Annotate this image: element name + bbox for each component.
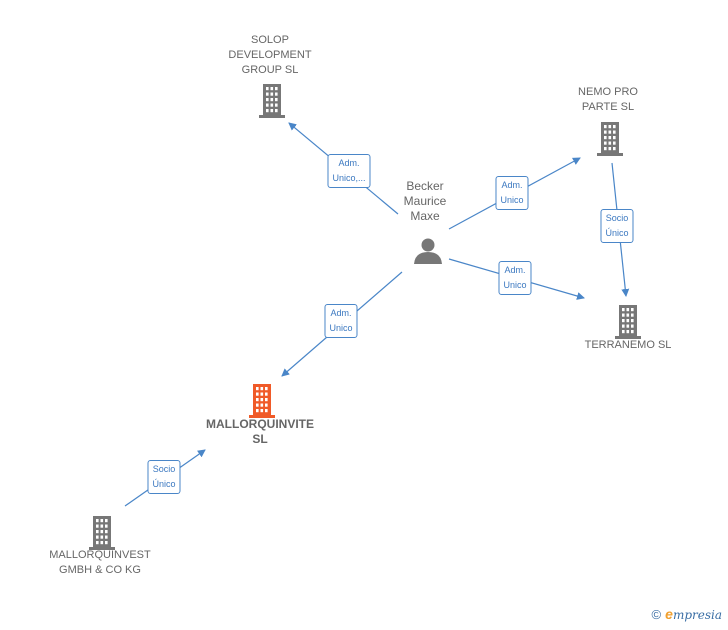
edge-label-line: Unico [329,323,353,333]
edge-label-line: Adm. [330,308,352,318]
edge-label-line: Adm. [504,265,526,275]
edge-label-line: Adm. [338,158,360,168]
edge-label-becker-to-terranemo[interactable]: Adm. Unico [498,261,532,295]
node-label-line: Maxe [410,209,440,223]
brand-name: mpresia [672,608,722,622]
node-label-line: MALLORQUINVITE [206,417,314,431]
node-label-line: SL [252,432,268,446]
edge-label-becker-to-mallorquinvite[interactable]: Adm. Unico [324,304,358,338]
edge-label-line: Único [605,228,629,238]
edge-label-line: Socio [605,213,629,223]
node-label-line: NEMO PRO [578,86,638,98]
person-icon[interactable] [414,238,442,265]
building-icon[interactable] [615,305,641,339]
edge-label-line: Adm. [501,180,523,190]
empresia-brand[interactable]: © empresia [652,606,722,622]
node-label-line: Becker [406,179,444,193]
building-icon[interactable] [249,384,275,418]
copyright-icon: © [651,606,662,622]
edge-label-becker-to-nemo[interactable]: Adm. Unico [495,176,529,210]
edge-label-line: Unico [500,195,524,205]
node-label-terranemo[interactable]: TERRANEMO SL [585,338,672,353]
node-label-nemo[interactable]: NEMO PRO PARTE SL [578,85,638,115]
node-label-line: DEVELOPMENT [228,49,312,61]
building-icon[interactable] [89,516,115,550]
building-icon[interactable] [259,84,285,118]
node-label-line: Maurice [403,194,447,208]
node-label-line: MALLORQUINVEST [49,549,151,561]
edge-label-line: Único [152,479,176,489]
node-label-line: SOLOP [251,34,289,46]
edge-label-line: Unico [503,280,527,290]
node-label-mallorquinvest[interactable]: MALLORQUINVEST GMBH & CO KG [49,548,150,578]
edge-label-line: Socio [152,464,176,474]
edge-label-line: Unico,... [332,173,366,183]
brand-initial: e [665,606,673,622]
node-label-line: TERRANEMO SL [584,339,672,351]
node-label-line: GMBH & CO KG [59,564,141,576]
node-label-line: GROUP SL [241,64,299,76]
edge-label-becker-to-solop[interactable]: Adm. Unico,... [327,154,371,188]
node-label-solop[interactable]: SOLOP DEVELOPMENT GROUP SL [228,33,311,78]
node-label-line: PARTE SL [581,101,635,113]
building-icon[interactable] [597,122,623,156]
